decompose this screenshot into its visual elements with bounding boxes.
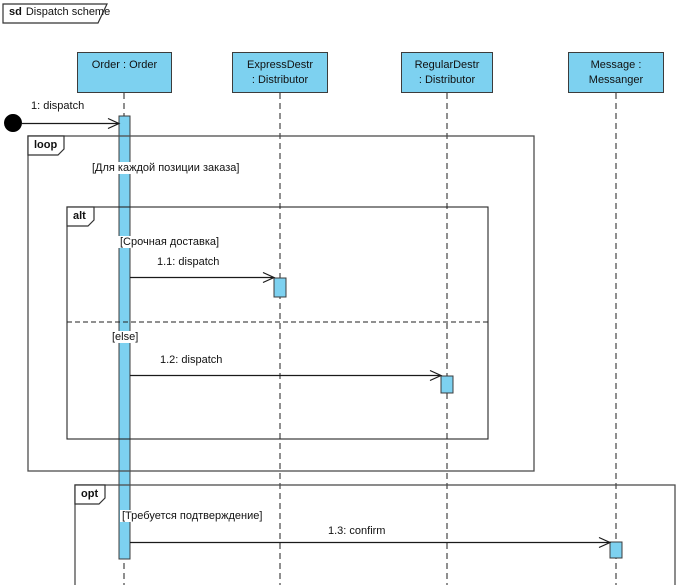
lifeline-name-messanger-line1: Message :: [590, 59, 642, 71]
alt-fragment-border[interactable]: [66, 206, 489, 440]
message-arrow-1-2-dispatch[interactable]: [130, 369, 443, 382]
lifeline-name-expressdestr-line2: : Distributor: [251, 74, 309, 86]
loop-keyword[interactable]: loop: [34, 139, 58, 151]
lifeline-head-order[interactable]: Order : Order: [77, 52, 172, 93]
lifeline-name-expressdestr-line1: ExpressDestr: [246, 59, 314, 71]
alt-keyword[interactable]: alt: [73, 210, 86, 222]
opt-fragment-border[interactable]: [74, 484, 676, 585]
activation-bar-regulardestr[interactable]: [440, 375, 454, 394]
loop-fragment-border[interactable]: [27, 135, 535, 472]
activation-bar-messanger[interactable]: [609, 541, 623, 559]
lifeline-head-messanger[interactable]: Message : Messanger: [568, 52, 664, 93]
activation-bar-expressdestr[interactable]: [273, 277, 287, 298]
alt-label-shape[interactable]: [66, 206, 95, 227]
lifeline-name-messanger-line2: Messanger: [588, 74, 644, 86]
opt-keyword[interactable]: opt: [81, 488, 99, 500]
frame-label-shape[interactable]: [2, 3, 108, 24]
lifeline-name-order: Order : Order: [91, 59, 158, 71]
lifeline-name-regulardestr-line2: : Distributor: [418, 74, 476, 86]
found-message-endpoint[interactable]: [4, 114, 22, 132]
message-1-1-label[interactable]: 1.1: dispatch: [157, 256, 220, 268]
lifeline-head-expressdestr[interactable]: ExpressDestr : Distributor: [232, 52, 328, 93]
opt-guard[interactable]: [Требуется подтверждение]: [120, 510, 265, 522]
message-1-3-label[interactable]: 1.3: confirm: [328, 525, 386, 537]
message-1-label[interactable]: 1: dispatch: [31, 100, 85, 112]
message-1-2-label[interactable]: 1.2: dispatch: [160, 354, 223, 366]
frame-keyword: sd: [9, 6, 22, 18]
message-arrow-1-1-dispatch[interactable]: [130, 271, 276, 284]
alt-guard-2[interactable]: [else]: [110, 331, 141, 343]
opt-label-shape[interactable]: [74, 484, 106, 505]
message-arrow-1-dispatch[interactable]: [22, 117, 121, 130]
lifeline-name-regulardestr-line1: RegularDestr: [414, 59, 480, 71]
lifeline-head-regulardestr[interactable]: RegularDestr : Distributor: [401, 52, 493, 93]
frame-title: Dispatch scheme: [25, 6, 111, 18]
loop-guard[interactable]: [Для каждой позиции заказа]: [90, 162, 242, 174]
loop-label-shape[interactable]: [27, 135, 65, 156]
alt-guard-1[interactable]: [Срочная доставка]: [118, 236, 222, 248]
message-arrow-1-3-confirm[interactable]: [130, 536, 612, 549]
